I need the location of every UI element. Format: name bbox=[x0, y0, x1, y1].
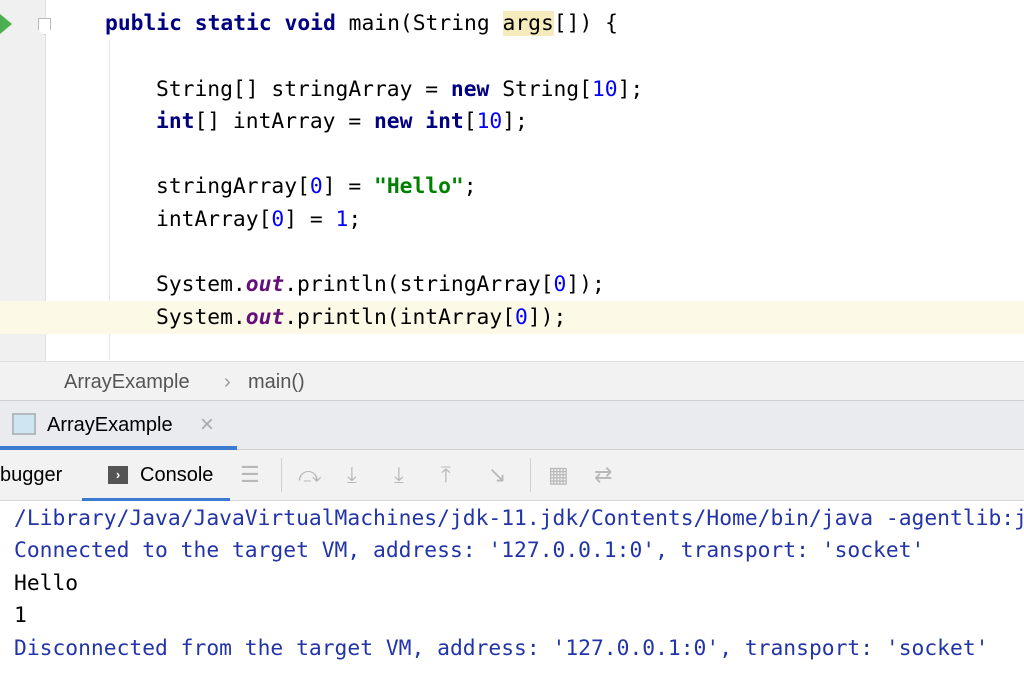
param-highlight: args bbox=[502, 11, 554, 36]
code: main(String bbox=[348, 11, 503, 36]
console-line: Connected to the target VM, address: '12… bbox=[14, 538, 925, 563]
number: 0 bbox=[553, 272, 567, 297]
step-into-icon[interactable]: ⤓ bbox=[394, 462, 404, 487]
show-execution-point-icon[interactable]: ⤼ bbox=[298, 462, 322, 487]
static-field: out bbox=[245, 272, 285, 297]
code-line: int[] intArray = new int[10]; bbox=[156, 106, 528, 138]
breadcrumb: ArrayExample › main() bbox=[0, 361, 1024, 401]
code: System. bbox=[156, 272, 246, 297]
tab-console-label: Console bbox=[140, 464, 214, 486]
step-out-icon[interactable]: ⤒ bbox=[441, 462, 451, 487]
console-line: /Library/Java/JavaVirtualMachines/jdk-11… bbox=[14, 506, 1024, 531]
code: .println(intArray[ bbox=[284, 305, 516, 330]
console-output[interactable]: /Library/Java/JavaVirtualMachines/jdk-11… bbox=[0, 501, 1024, 691]
code: ; bbox=[348, 207, 362, 232]
keyword: new bbox=[450, 77, 490, 102]
keyword: int bbox=[156, 109, 195, 134]
code: ] = bbox=[322, 174, 374, 199]
tab-arrayexample[interactable]: ArrayExample × bbox=[0, 401, 237, 450]
number: 1 bbox=[335, 207, 349, 232]
code: ]); bbox=[566, 272, 605, 297]
run-to-cursor-icon[interactable]: ↘ bbox=[488, 462, 507, 487]
tab-console[interactable]: › Console bbox=[82, 450, 230, 501]
code: ]; bbox=[617, 77, 644, 102]
code-line: public static void main(String args[]) { bbox=[105, 8, 618, 40]
code: ]; bbox=[502, 109, 528, 134]
breadcrumb-separator: › bbox=[224, 371, 231, 393]
code-line: System.out.println(intArray[0]); bbox=[156, 302, 566, 334]
code: ]); bbox=[527, 305, 567, 330]
code: ; bbox=[463, 174, 477, 199]
console-line: Disconnected from the target VM, address… bbox=[14, 636, 989, 661]
breadcrumb-class[interactable]: ArrayExample bbox=[64, 371, 190, 393]
code-line: intArray[0] = 1; bbox=[156, 204, 361, 236]
code-line: String[] stringArray = new String[10]; bbox=[156, 74, 643, 106]
code: String[ bbox=[489, 77, 592, 102]
close-icon[interactable]: × bbox=[200, 411, 215, 438]
divider bbox=[281, 458, 282, 492]
code: stringArray[ bbox=[156, 174, 310, 199]
code: [ bbox=[463, 109, 477, 134]
console-line: Hello bbox=[14, 571, 79, 596]
fold-icon[interactable] bbox=[38, 18, 51, 35]
run-icon[interactable] bbox=[0, 14, 12, 34]
code: .println(stringArray[ bbox=[284, 272, 554, 297]
current-line-highlight bbox=[0, 301, 1024, 334]
code: [] intArray = bbox=[194, 109, 374, 134]
code: intArray[ bbox=[156, 207, 272, 232]
window-icon bbox=[12, 413, 36, 435]
run-tab-bar: ArrayExample × bbox=[0, 401, 1024, 450]
console-line: 1 bbox=[14, 603, 27, 628]
code-line: System.out.println(stringArray[0]); bbox=[156, 269, 605, 301]
tab-debugger[interactable]: bugger bbox=[0, 464, 63, 486]
static-field: out bbox=[245, 305, 285, 330]
number: 10 bbox=[591, 77, 618, 102]
step-over-icon[interactable]: ⤓ bbox=[347, 462, 357, 487]
number: 0 bbox=[271, 207, 285, 232]
code: []) { bbox=[553, 11, 618, 36]
debug-toolbar: bugger › Console ☰ ⤼ ⤓ ⤓ ⤒ ↘ ▦ ⇄ bbox=[0, 450, 1024, 501]
breadcrumb-method[interactable]: main() bbox=[248, 371, 305, 393]
keyword: public static void bbox=[105, 11, 349, 36]
number: 10 bbox=[476, 109, 503, 134]
evaluate-expression-icon[interactable]: ▦ bbox=[548, 462, 569, 487]
number: 0 bbox=[515, 305, 528, 330]
code: ] = bbox=[284, 207, 336, 232]
number: 0 bbox=[309, 174, 323, 199]
string-literal: "Hello" bbox=[374, 174, 464, 199]
console-icon: › bbox=[108, 466, 128, 484]
code: System. bbox=[156, 305, 246, 330]
code-line: stringArray[0] = "Hello"; bbox=[156, 171, 477, 203]
code-editor[interactable]: public static void main(String args[]) {… bbox=[0, 0, 1024, 361]
divider bbox=[530, 458, 531, 492]
trace-icon[interactable]: ⇄ bbox=[594, 462, 613, 487]
tab-label: ArrayExample bbox=[47, 414, 173, 436]
indent-guide bbox=[109, 40, 110, 360]
keyword: int bbox=[412, 109, 464, 134]
keyword: new bbox=[373, 109, 413, 134]
menu-icon[interactable]: ☰ bbox=[240, 462, 260, 487]
code: String[] stringArray = bbox=[156, 77, 451, 102]
editor-gutter bbox=[0, 0, 51, 361]
